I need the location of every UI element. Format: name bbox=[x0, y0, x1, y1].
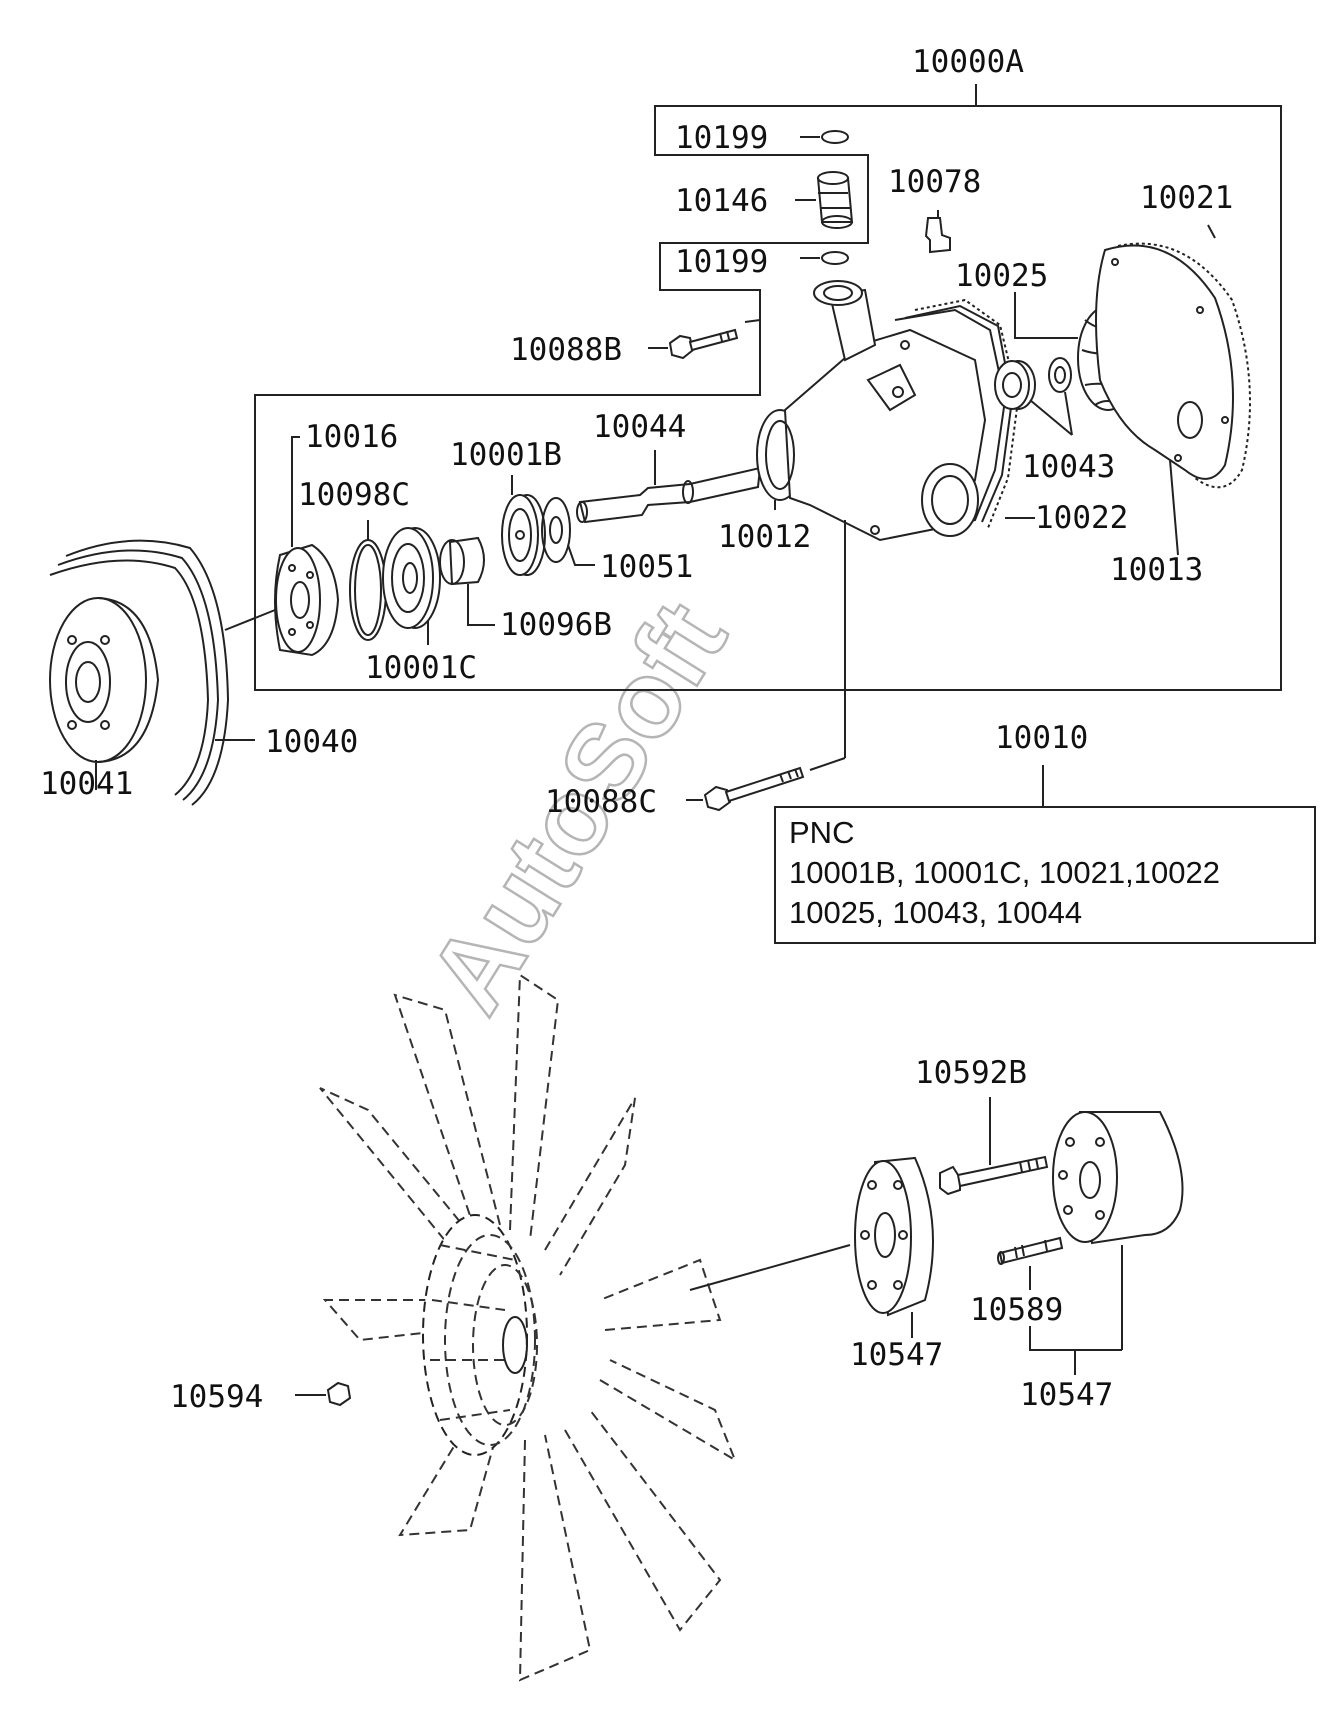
label-10051: 10051 bbox=[600, 549, 693, 585]
pnc-line-1: 10001B, 10001C, 10021,10022 bbox=[789, 855, 1220, 890]
label-10021: 10021 bbox=[1140, 180, 1233, 216]
spacer-10096B bbox=[439, 536, 495, 626]
gasket-10021 bbox=[1117, 224, 1251, 489]
label-10096B: 10096B bbox=[500, 607, 612, 643]
pnc-line-2: 10025, 10043, 10044 bbox=[789, 895, 1082, 930]
assembly-frame bbox=[254, 84, 1282, 691]
bearing-10001C bbox=[382, 527, 441, 645]
label-10589: 10589 bbox=[970, 1292, 1063, 1328]
label-10001B: 10001B bbox=[450, 437, 562, 473]
label-10013: 10013 bbox=[1110, 552, 1203, 588]
flange-10016 bbox=[274, 436, 340, 657]
bolt-10088C bbox=[686, 520, 846, 812]
stud-10589 bbox=[997, 1236, 1064, 1290]
label-10088B: 10088B bbox=[510, 332, 622, 368]
label-10016: 10016 bbox=[305, 419, 398, 455]
label-10001C: 10001C bbox=[365, 650, 477, 686]
nut-10594 bbox=[295, 1381, 352, 1407]
label-10022: 10022 bbox=[1035, 500, 1128, 536]
pnc-title: PNC bbox=[789, 815, 854, 850]
label-10041: 10041 bbox=[40, 766, 133, 802]
label-10078: 10078 bbox=[888, 164, 981, 200]
label-10000A: 10000A bbox=[912, 44, 1024, 80]
bolt-10592B bbox=[939, 1097, 1049, 1196]
spacer-10547-left bbox=[854, 1156, 934, 1338]
shaft-10044 bbox=[576, 450, 762, 524]
o-ring-10199-mid bbox=[800, 251, 849, 265]
label-10010: 10010 bbox=[995, 720, 1088, 756]
pnc-box: PNC 10001B, 10001C, 10021,10022 10025, 1… bbox=[774, 765, 1316, 944]
washer-10051 bbox=[541, 497, 595, 566]
label-10025: 10025 bbox=[955, 258, 1048, 294]
label-10088C: 10088C bbox=[545, 784, 657, 820]
label-10040: 10040 bbox=[265, 724, 358, 760]
water-tube-10146 bbox=[795, 171, 854, 229]
bracket-10547 bbox=[1029, 1326, 1122, 1375]
pulley-10040 bbox=[49, 539, 276, 806]
label-10043: 10043 bbox=[1022, 449, 1115, 485]
label-10012: 10012 bbox=[718, 519, 811, 555]
sensor-10078 bbox=[924, 210, 951, 254]
label-10098C: 10098C bbox=[298, 477, 410, 513]
cover-10013 bbox=[1095, 244, 1234, 556]
cooling-fan bbox=[319, 973, 851, 1682]
label-10594: 10594 bbox=[170, 1379, 263, 1415]
snap-ring-10098C bbox=[349, 520, 387, 641]
seal-10043 bbox=[994, 357, 1073, 436]
pump-housing-10012 bbox=[756, 280, 1014, 542]
label-10199-mid: 10199 bbox=[675, 244, 768, 280]
label-10547-right: 10547 bbox=[1020, 1377, 1113, 1413]
bolt-10088B bbox=[648, 319, 761, 360]
o-ring-10199-top bbox=[800, 130, 849, 144]
label-10199-top: 10199 bbox=[675, 120, 768, 156]
spacer-10547-right bbox=[1052, 1111, 1184, 1350]
label-10146: 10146 bbox=[675, 183, 768, 219]
part-labels: 10000A 10199 10146 10078 10021 10199 100… bbox=[40, 44, 1233, 1415]
label-10592B: 10592B bbox=[915, 1055, 1027, 1091]
bearing-10001B bbox=[501, 475, 546, 576]
label-10044: 10044 bbox=[593, 409, 686, 445]
label-10547-left: 10547 bbox=[850, 1337, 943, 1373]
